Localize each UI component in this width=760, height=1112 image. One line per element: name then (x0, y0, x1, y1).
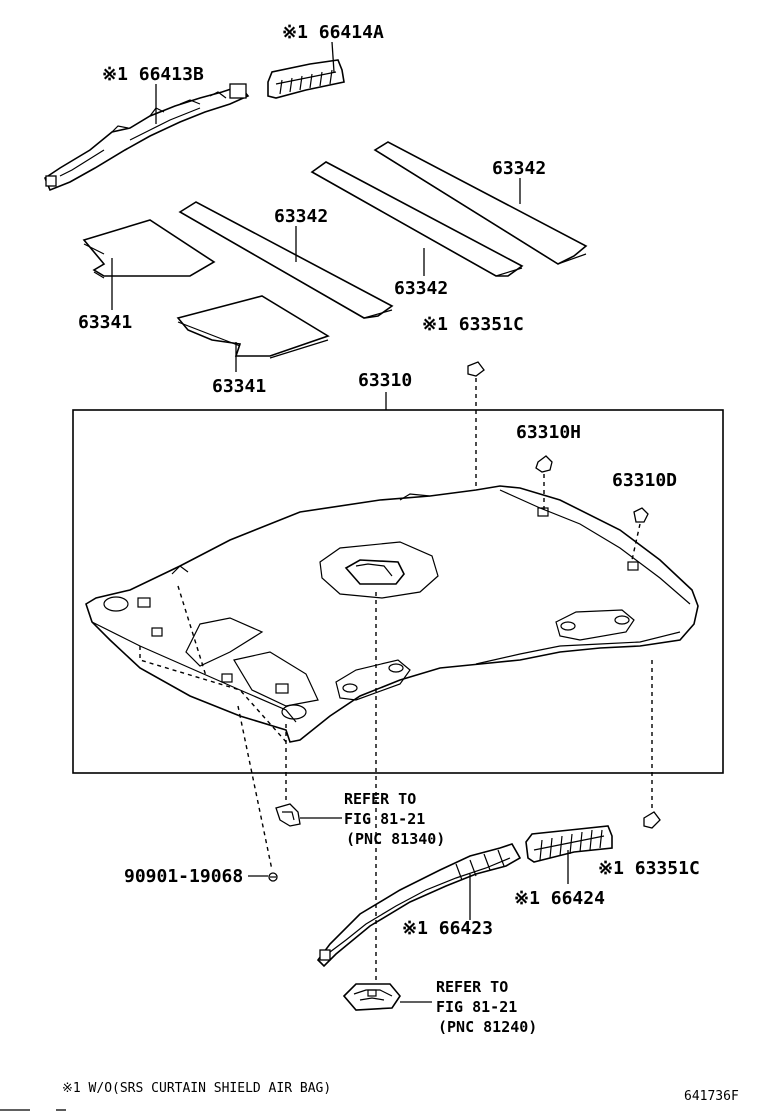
label-63310h: 63310H (516, 422, 581, 443)
label-63351c-bottom: ※1 63351C (598, 858, 700, 879)
refer-lower-line2: FIG 81-21 (436, 998, 517, 1016)
refer-upper-line2: FIG 81-21 (344, 810, 425, 828)
clip-63351c-top (467, 361, 485, 377)
label-63342-right: 63342 (492, 158, 546, 179)
refer-lower-line3: (PNC 81240) (438, 1018, 537, 1036)
footnote: ※1 W/O(SRS CURTAIN SHIELD AIR BAG) (62, 1081, 331, 1096)
dash-front-edge-a (139, 646, 289, 745)
label-63310d: 63310D (612, 470, 677, 491)
bracket-166414a (267, 59, 345, 99)
dash-63310d (631, 523, 641, 561)
pad-63342-right (373, 141, 588, 265)
bracket-166413b (44, 83, 250, 192)
label-166414a: ※1 66414A (282, 22, 384, 43)
clip-63310d (633, 507, 649, 523)
dash-screw (237, 705, 273, 871)
figure-id: 641736F (684, 1089, 739, 1104)
pad-63341-lower (176, 295, 330, 359)
pad-63342-left (178, 201, 394, 319)
label-63341-left: 63341 (78, 312, 132, 333)
label-166424: ※1 66424 (514, 888, 605, 909)
screw-90901-19068 (268, 872, 278, 882)
lamp-part-pnc-81340 (275, 803, 301, 827)
label-63310: 63310 (358, 370, 412, 391)
label-90901-19068: 90901-19068 (124, 866, 243, 887)
pad-63341-left (82, 219, 216, 279)
label-166423: ※1 66423 (402, 918, 493, 939)
headliner-63310 (85, 485, 699, 743)
clip-63351c-bottom (643, 811, 661, 829)
label-63342-center: 63342 (274, 206, 328, 227)
refer-upper-line1: REFER TO (344, 790, 416, 808)
refer-lower-line1: REFER TO (436, 978, 508, 996)
label-63341-low: 63341 (212, 376, 266, 397)
clip-63310h (535, 455, 553, 473)
label-166413b: ※1 66413B (102, 64, 204, 85)
bracket-166424 (525, 825, 613, 863)
leader-166414a (331, 41, 335, 73)
headliner-box (72, 409, 724, 774)
lamp-part-pnc-81240 (342, 983, 401, 1011)
label-63351c-top: ※1 63351C (422, 314, 524, 335)
pad-63342-center (310, 161, 524, 277)
refer-upper-line3: (PNC 81340) (346, 830, 445, 848)
bracket-166423 (316, 843, 522, 968)
label-63342-low: 63342 (394, 278, 448, 299)
